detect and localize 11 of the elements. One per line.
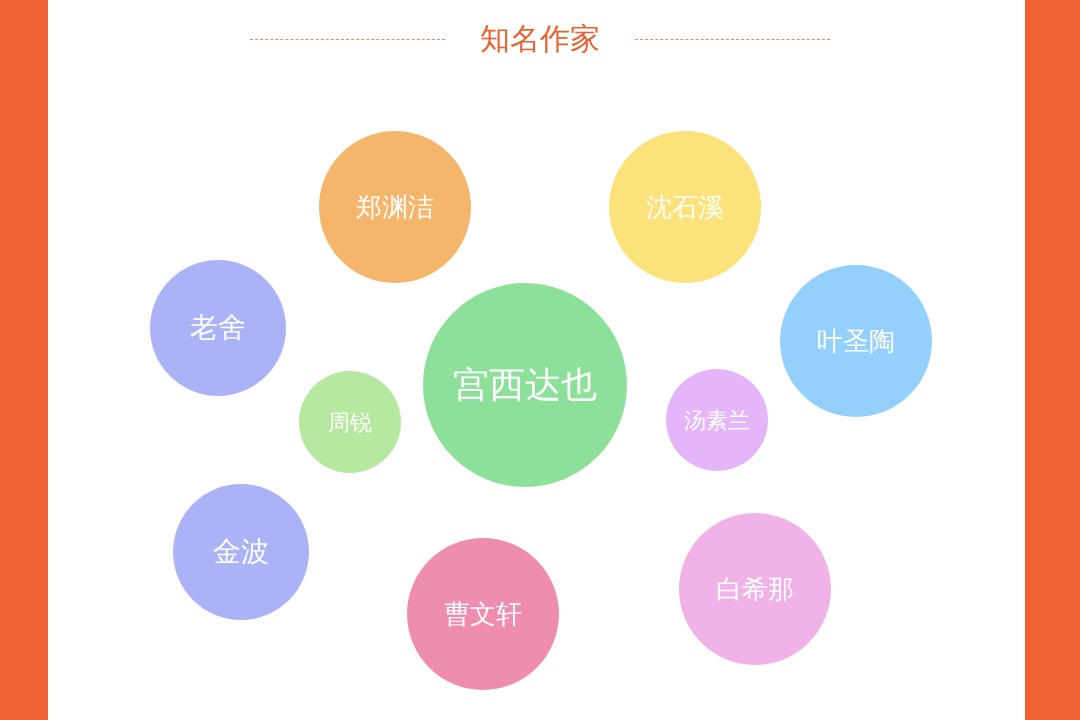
- writer-name: 沈石溪: [646, 190, 724, 224]
- writer-name: 宫西达也: [453, 363, 597, 407]
- writer-name: 汤素兰: [684, 406, 750, 435]
- writer-name: 叶圣陶: [817, 324, 895, 358]
- writer-name: 白希那: [716, 572, 794, 606]
- title: 知名作家: [479, 20, 601, 58]
- writer-name: 郑渊洁: [356, 190, 434, 224]
- writer-name: 老舍: [190, 310, 246, 346]
- writer-name: 周锐: [328, 408, 372, 437]
- writer-name: 金波: [213, 534, 269, 570]
- writer-name: 曹文轩: [444, 597, 522, 631]
